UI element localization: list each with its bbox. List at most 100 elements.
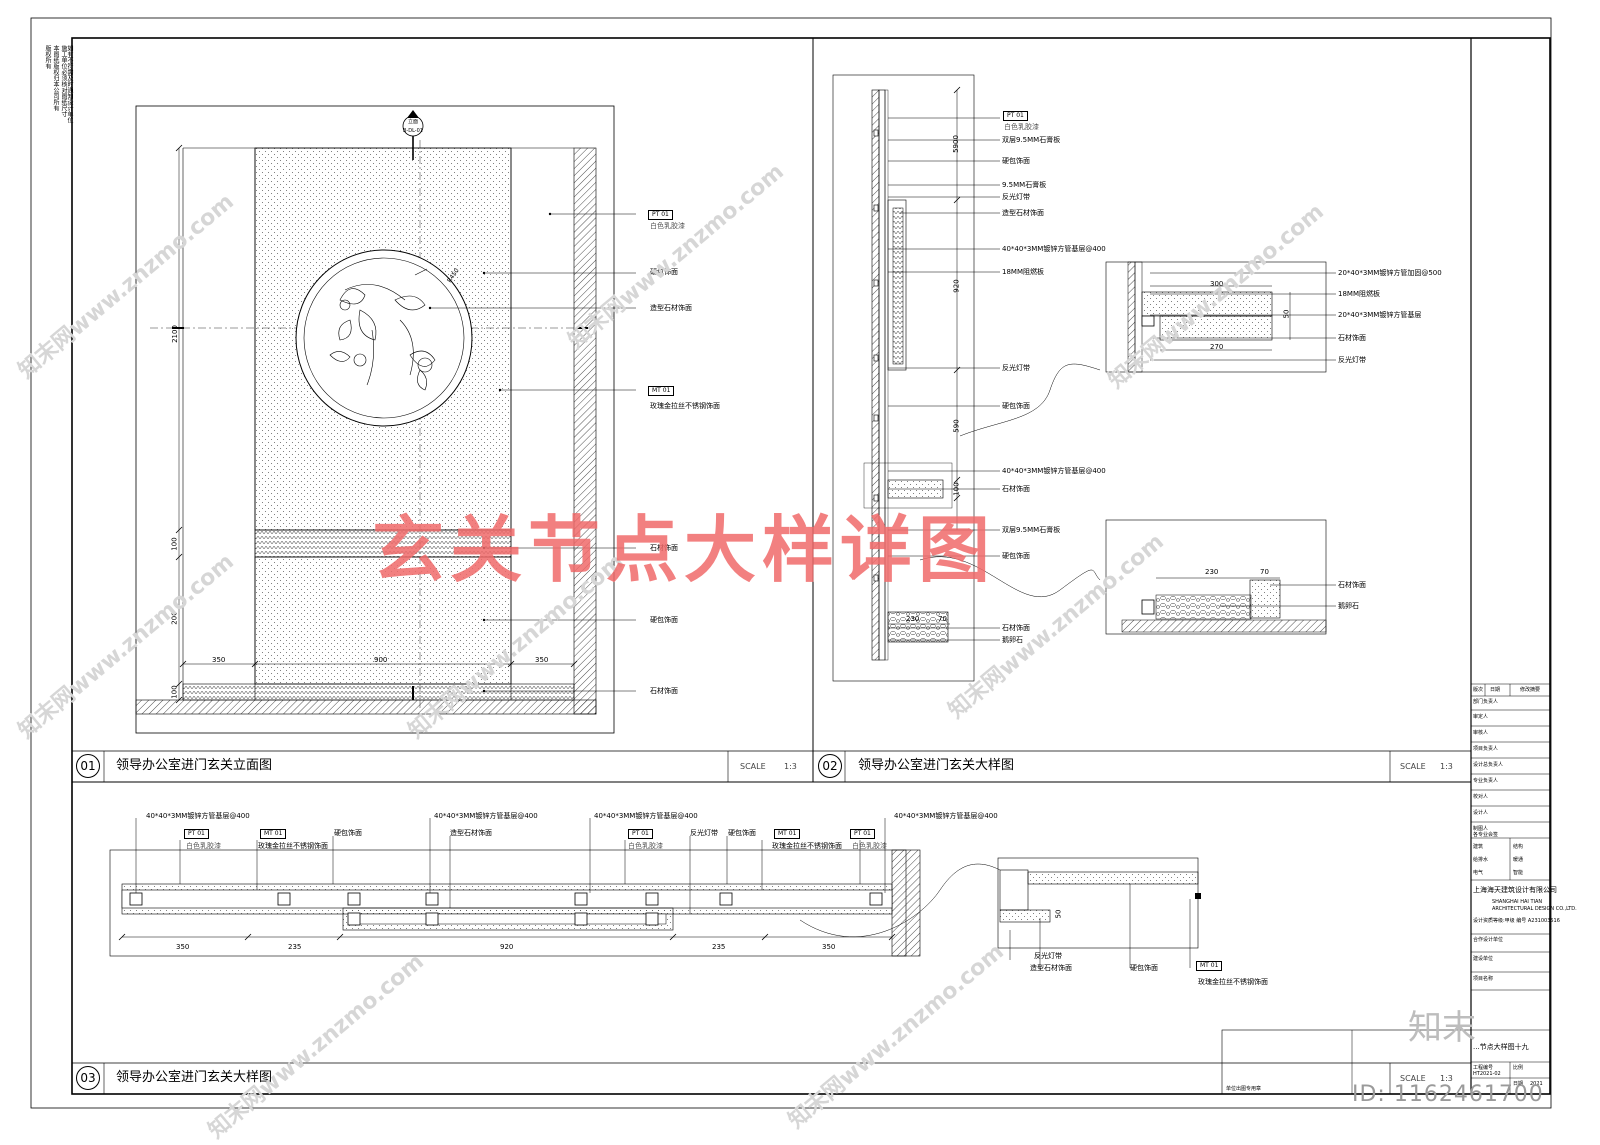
tb-row-7: 校对人 [1473, 794, 1489, 800]
plan-label-8: 白色乳胶漆 [628, 842, 663, 850]
sec-label-10: 硬包饰面 [1002, 402, 1030, 410]
company-name-en-1: SHANGHAI HAI TIAN [1492, 899, 1543, 905]
drawing-no: HT2021-02 [1473, 1071, 1501, 1077]
plan-label-12: 白色乳胶漆 [852, 842, 887, 850]
elev-label-6: 硬包饰面 [650, 616, 678, 624]
plan-detail-label-1: 反光灯带 [1034, 952, 1062, 960]
rev-header-1: 版次 [1473, 687, 1484, 693]
panel-02-ratio: 1:3 [1440, 762, 1453, 771]
elev-label-2: 硬包饰面 [650, 268, 678, 276]
sec-label-6: 造型石材饰面 [1002, 209, 1044, 217]
tb-discipline-5: 电气 [1473, 870, 1484, 876]
detB-label-2: 鹅卵石 [1338, 602, 1359, 610]
panel-02-scale: SCALE [1400, 762, 1426, 771]
plan-tag-mt01-a: MT 01 [260, 829, 287, 839]
sec-dim-590: 590 [952, 419, 961, 433]
detA-dim-270: 270 [1210, 343, 1224, 351]
sec-dim-100: 100 [952, 482, 961, 496]
plan-dim-235b: 235 [712, 943, 726, 951]
sec-label-2: 双层9.5MM石膏板 [1002, 136, 1061, 144]
tb-discipline-3: 给排水 [1473, 857, 1489, 863]
plan-detail-label-2: 造型石材饰面 [1030, 964, 1072, 972]
plan-tag-pt01-c: PT 01 [850, 829, 875, 839]
panel-02-number: 02 [818, 754, 842, 778]
plan-label-11: 玫瑰金拉丝不锈钢饰面 [772, 842, 842, 850]
tb-discipline-1: 建筑 [1473, 844, 1484, 850]
side-note-3: 施工单位必须核对图纸尺寸 [60, 45, 67, 117]
elev-tag-mt01: MT 01 [648, 386, 675, 396]
tb-discipline-4: 暖通 [1513, 857, 1524, 863]
plan-dim-350a: 350 [176, 943, 190, 951]
floral-carving [329, 268, 436, 391]
elev-dim-350a: 350 [212, 656, 226, 664]
plan-label-4: 硬包饰面 [334, 829, 362, 837]
panel-03-scale: SCALE [1400, 1074, 1426, 1083]
tb-row-5: 设计总负责人 [1473, 762, 1504, 768]
plan-detail-label-4: 玫瑰金拉丝不锈钢饰面 [1198, 978, 1268, 986]
sec-label-5: 反光灯带 [1002, 193, 1030, 201]
plan-tag-pt01-b: PT 01 [628, 829, 653, 839]
section-view [832, 74, 1336, 682]
sec-label-13: 双层9.5MM石膏板 [1002, 526, 1061, 534]
sec-label-7: 40*40*3MM镀锌方管基层@400 [1002, 245, 1106, 253]
sec-label-8: 18MM阻燃板 [1002, 268, 1044, 276]
plan-label-6: 造型石材饰面 [450, 829, 492, 837]
detA-label-5: 反光灯带 [1338, 356, 1366, 364]
elevation-view [135, 105, 636, 734]
elev-dim-2100: 2100 [170, 325, 179, 343]
plan-label-2: 白色乳胶漆 [186, 842, 221, 850]
panel-03-ratio: 1:3 [1440, 1074, 1453, 1083]
detB-dim-70: 70 [1260, 568, 1269, 576]
detA-label-3: 20*40*3MM镀锌方管基层 [1338, 311, 1422, 319]
tb-row-4: 项目负责人 [1473, 746, 1499, 752]
sec-label-16: 鹅卵石 [1002, 636, 1023, 644]
elev-label-5: 石材饰面 [650, 544, 678, 552]
panel-01-ratio: 1:3 [784, 762, 797, 771]
plan-dim-235a: 235 [288, 943, 302, 951]
panel-01-title: 领导办公室进门玄关立面图 [116, 758, 273, 773]
sec-dim-920: 920 [952, 279, 961, 293]
detA-label-2: 18MM阻燃板 [1338, 290, 1380, 298]
elev-dim-350b: 350 [535, 656, 549, 664]
detA-dim-300: 300 [1210, 280, 1224, 288]
elev-label-1: 白色乳胶漆 [650, 222, 685, 230]
sec-label-9: 反光灯带 [1002, 364, 1030, 372]
elev-label-4: 玫瑰金拉丝不锈钢饰面 [650, 402, 720, 410]
side-note-4: 如有不符需及时通知设计单位 [66, 45, 73, 123]
title-stamp: 玄关节点大样详图 [372, 507, 997, 592]
date-label: 日期 [1513, 1081, 1524, 1087]
detA-label-4: 石材饰面 [1338, 334, 1366, 342]
detA-dim-50: 50 [1282, 309, 1291, 319]
elev-dim-900: 900 [374, 656, 388, 664]
company-name-cn: 上海海天建筑设计有限公司 [1473, 886, 1557, 894]
panel-01-number: 01 [76, 754, 100, 778]
detB-dim-230: 230 [1205, 568, 1219, 576]
detB-label-1: 石材饰面 [1338, 581, 1366, 589]
tb-discipline-2: 结构 [1513, 844, 1524, 850]
side-note-2: 本图纸版权归本公司所有 [52, 45, 59, 111]
plan-label-10: 硬包饰面 [728, 829, 756, 837]
plan-view [109, 818, 1201, 970]
elev-dim-100a: 100 [170, 537, 179, 551]
elev-section-sub: B-DL-01 [403, 128, 423, 134]
rev-header-3: 修改摘要 [1520, 687, 1541, 693]
elev-dim-100b: 100 [170, 685, 179, 699]
sec-dim-70: 70 [938, 615, 947, 623]
sec-dim-5900: 5900 [951, 135, 960, 153]
image-id: ID: 1162461700 [1352, 1082, 1544, 1107]
tb-row-6: 专业负责人 [1473, 778, 1499, 784]
panel-01-scale: SCALE [740, 762, 766, 771]
sec-label-15: 石材饰面 [1002, 624, 1030, 632]
panel-03-title: 领导办公室进门玄关大样图 [116, 1070, 273, 1085]
company-name-en-2: ARCHITECTURAL DESIGN CO.,LTD. [1492, 906, 1577, 912]
plan-label-9: 反光灯带 [690, 829, 718, 837]
sec-dim-230: 230 [906, 615, 920, 623]
sec-label-4: 9.5MM石膏板 [1002, 181, 1047, 189]
plan-label-5: 40*40*3MM镀锌方管基层@400 [434, 812, 538, 820]
tb-row-10: 各专业会签 [1473, 832, 1499, 838]
plan-detail-label-3: 硬包饰面 [1130, 964, 1158, 972]
sec-label-12: 石材饰面 [1002, 485, 1030, 493]
sec-label-14: 硬包饰面 [1002, 552, 1030, 560]
project-label: 项目名称 [1473, 976, 1494, 982]
